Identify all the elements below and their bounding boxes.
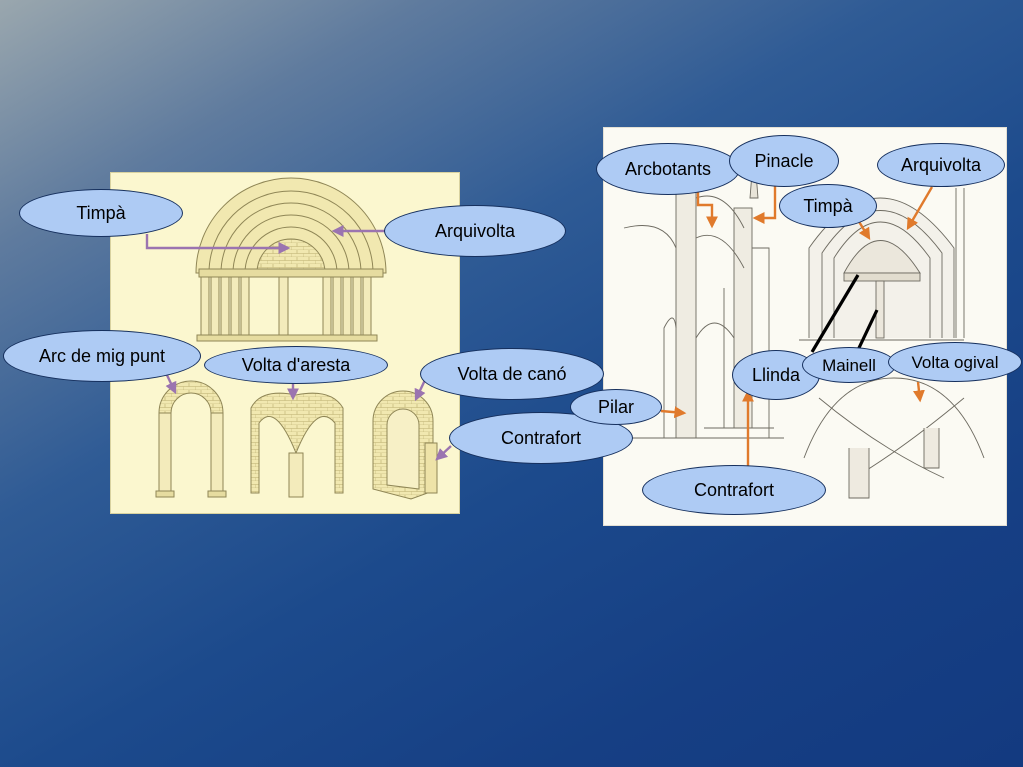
gothic-section-drawing bbox=[623, 147, 784, 439]
romanesque-drawing bbox=[155, 177, 438, 500]
label-mainell: Mainell bbox=[802, 347, 896, 383]
label-llinda: Llinda bbox=[732, 350, 820, 400]
label-volta-ogival: Volta ogival bbox=[888, 342, 1022, 382]
label-pinacle: Pinacle bbox=[729, 135, 839, 187]
romanesque-portal bbox=[195, 177, 387, 342]
label-pilar: Pilar bbox=[570, 389, 662, 425]
label-volta-cano: Volta de canó bbox=[420, 348, 604, 400]
barrel-vault-drawing bbox=[372, 390, 438, 500]
groin-vault-drawing bbox=[250, 392, 344, 498]
label-timpa-romanic: Timpà bbox=[19, 189, 183, 237]
label-timpa-gothic: Timpà bbox=[779, 184, 877, 228]
round-arch-drawing bbox=[155, 380, 227, 498]
label-volta-aresta: Volta d'aresta bbox=[204, 346, 388, 384]
label-arquivolta-romanic: Arquivolta bbox=[384, 205, 566, 257]
label-contrafort-gothic: Contrafort bbox=[642, 465, 826, 515]
label-arcbotants: Arcbotants bbox=[596, 143, 740, 195]
rib-vault-drawing bbox=[803, 377, 985, 499]
label-arquivolta-gothic: Arquivolta bbox=[877, 143, 1005, 187]
label-arc-mig-punt: Arc de mig punt bbox=[3, 330, 201, 382]
